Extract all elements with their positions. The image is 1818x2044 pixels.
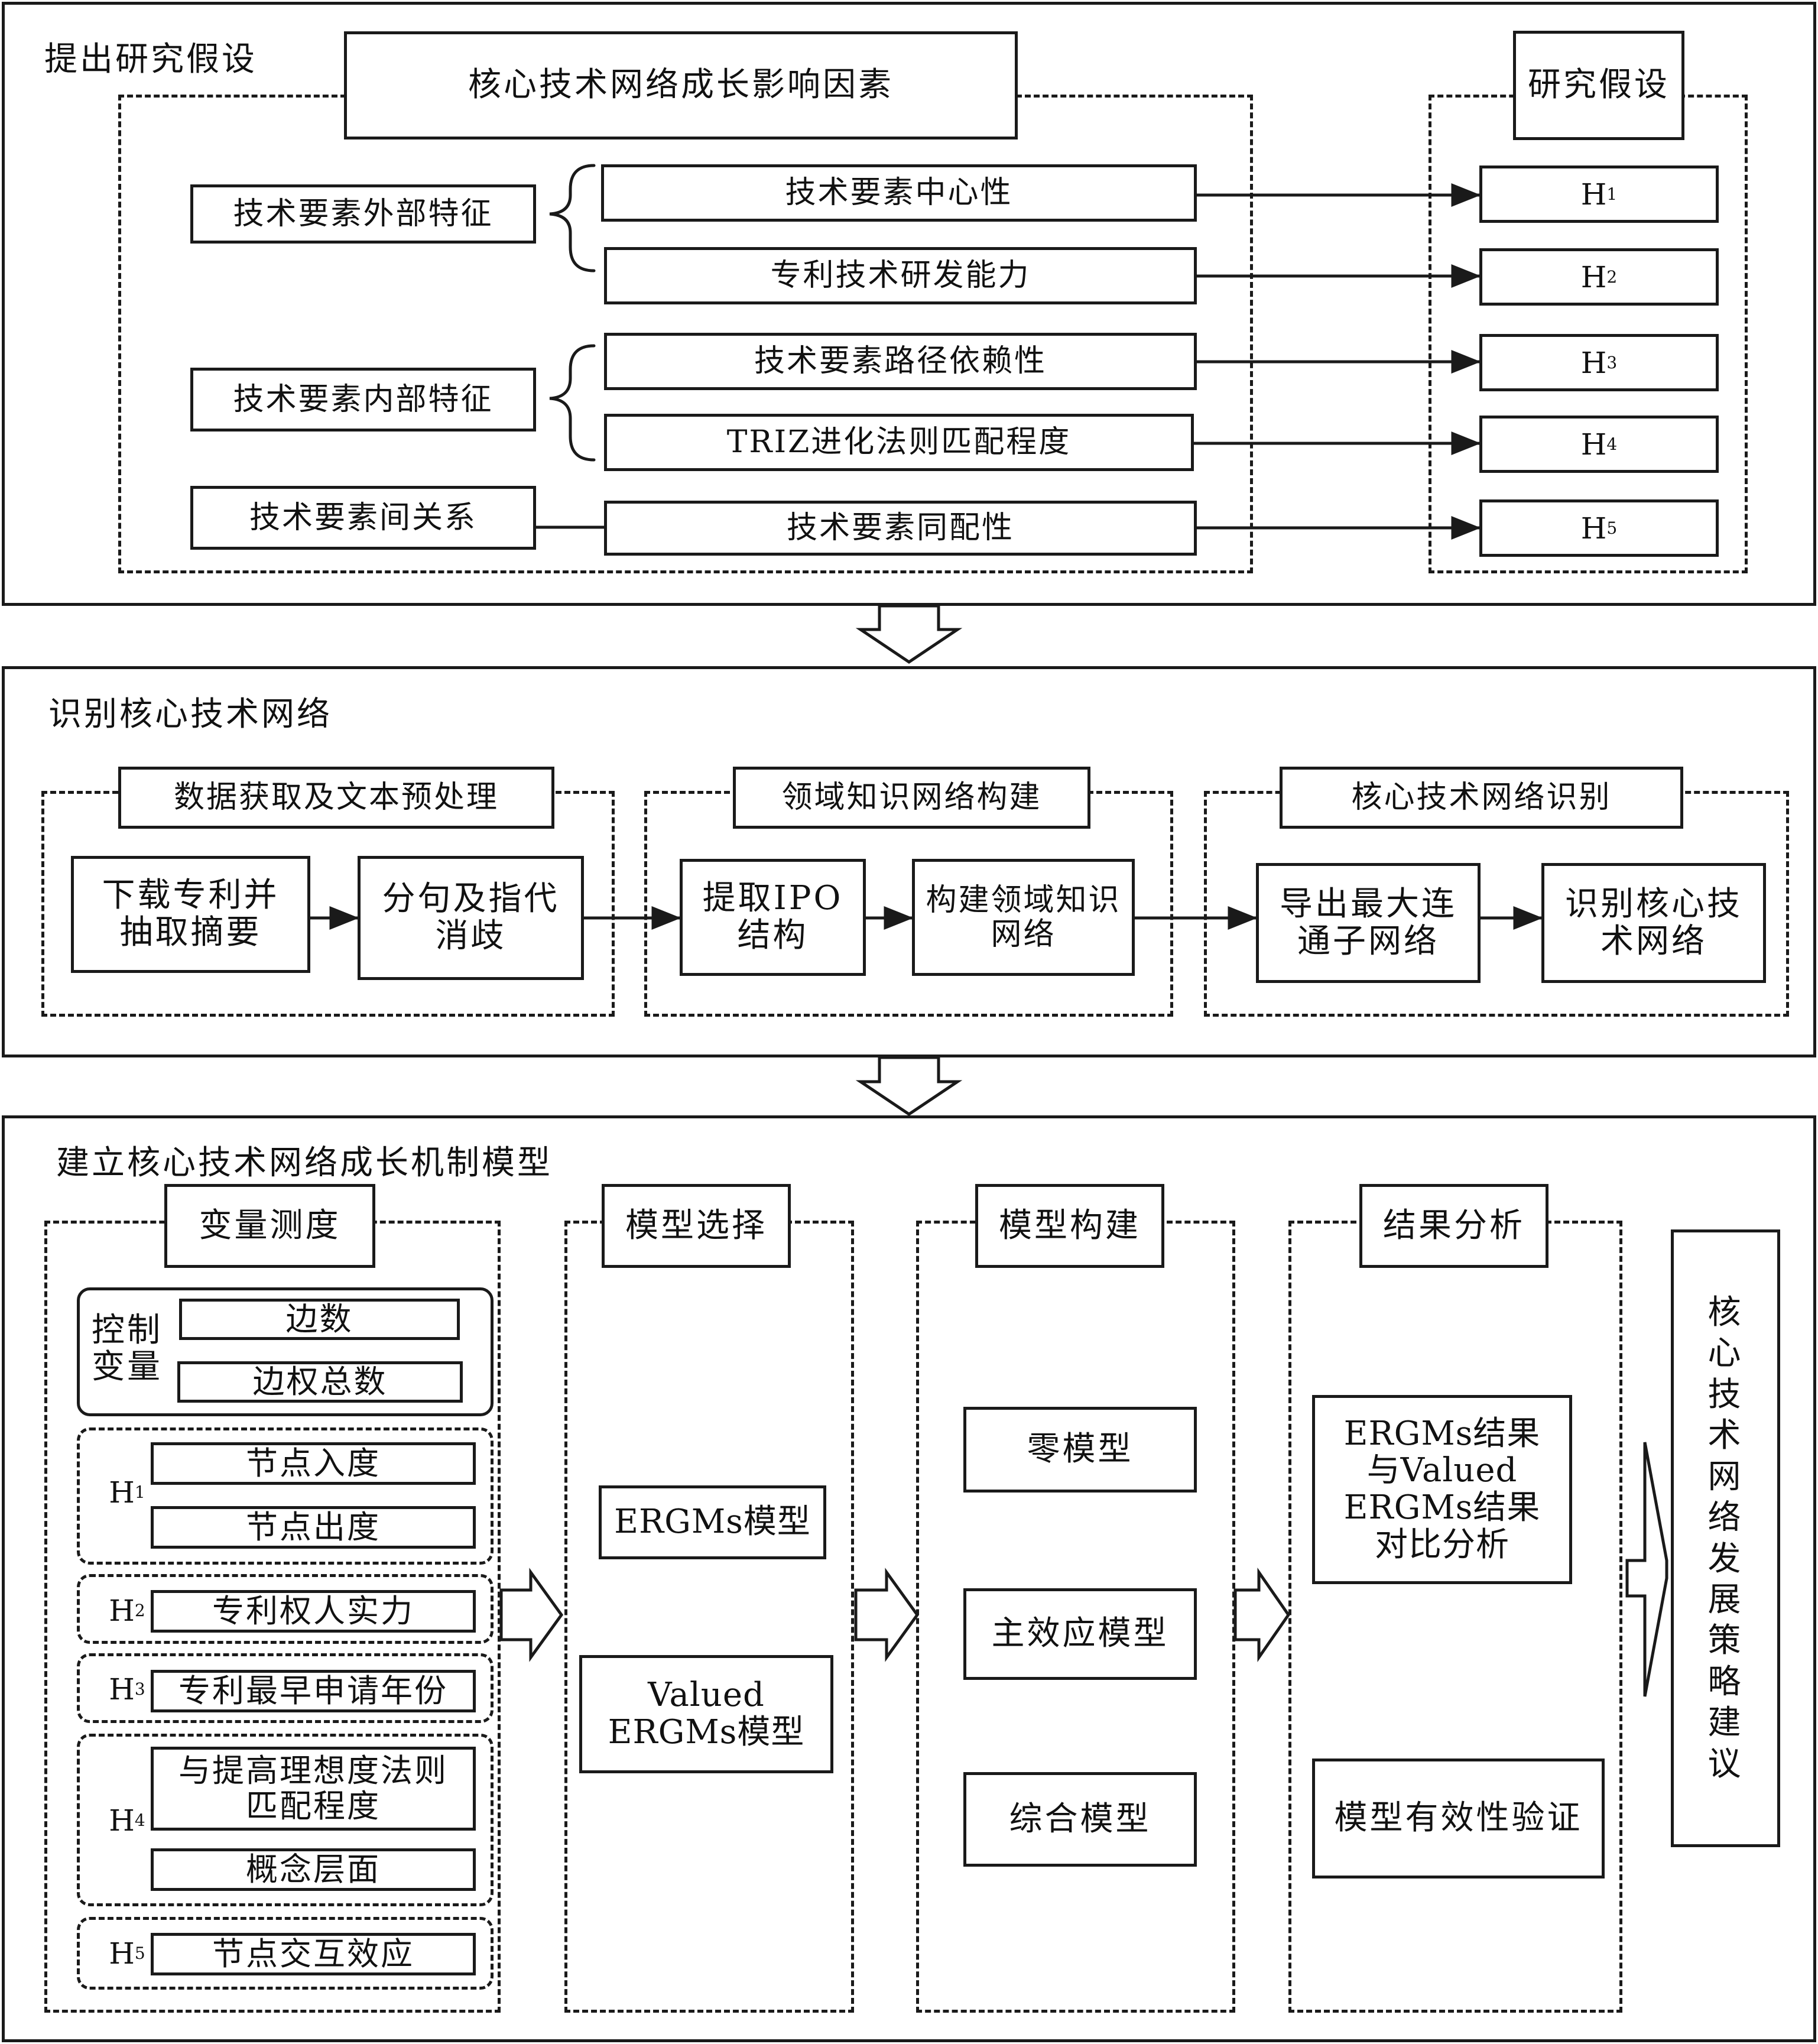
down-arrow-2 [855,1056,963,1117]
variable-group-h3 [77,1653,494,1723]
variable-group-h1 [77,1427,494,1565]
var-node-in-degree: 节点入度 [151,1442,476,1485]
result-header: 结果分析 [1359,1184,1548,1268]
var-concept-level: 概念层面 [151,1848,476,1891]
factor-centrality: 技术要素中心性 [601,164,1197,222]
result-comparison: ERGMs结果与Valued ERGMs结果对比分析 [1312,1395,1572,1584]
factor-assortativity: 技术要素同配性 [604,501,1197,556]
model-comprehensive: 综合模型 [963,1772,1197,1867]
category-relation: 技术要素间关系 [190,486,536,550]
model-main-effect: 主效应模型 [963,1588,1197,1680]
model-build-header: 模型构建 [975,1184,1164,1268]
step-max-connected-subnetwork: 导出最大连通子网络 [1256,863,1481,983]
section-hypothesis-title: 提出研究假设 [44,40,257,79]
model-valued-ergms: Valued ERGMs模型 [579,1655,833,1773]
section-identify-title: 识别核心技术网络 [48,695,332,734]
group-label-data-preprocess: 数据获取及文本预处理 [118,767,554,829]
step-build-knowledge-network: 构建领域知识网络 [912,859,1135,976]
factors-header: 核心技术网络成长影响因素 [344,31,1018,139]
hypotheses-header: 研究假设 [1513,31,1684,140]
section-identify-panel [2,666,1816,1057]
step-sentence-split: 分句及指代消歧 [358,856,584,980]
model-select-header: 模型选择 [602,1184,791,1268]
var-earliest-application-year: 专利最早申请年份 [151,1670,476,1712]
model-select-column [564,1221,854,2013]
factor-triz-match: TRIZ进化法则匹配程度 [604,414,1194,471]
var-node-interaction-effect: 节点交互效应 [151,1933,476,1975]
group-label-core-network: 核心技术网络识别 [1280,767,1683,829]
variable-group-h4 [77,1734,494,1906]
strategy-recommendation: 核心技术网络发展策略建议 [1671,1229,1780,1847]
control-variable-label: 控制变量 [92,1311,163,1386]
factor-rd-capability: 专利技术研发能力 [604,247,1197,304]
control-variable-group [77,1287,494,1416]
variable-header: 变量测度 [164,1184,375,1268]
control-edges: 边数 [179,1299,460,1340]
variable-group-h5 [77,1917,494,1990]
var-patentee-strength: 专利权人实力 [151,1590,476,1633]
group-label-knowledge-network: 领域知识网络构建 [733,767,1090,829]
category-external: 技术要素外部特征 [190,184,536,244]
var-ideality-law-match: 与提高理想度法则匹配程度 [151,1747,476,1831]
control-edge-weight-total: 边权总数 [177,1361,463,1403]
var-node-out-degree: 节点出度 [151,1506,476,1549]
variable-group-h2 [77,1574,494,1644]
category-internal: 技术要素内部特征 [190,368,536,431]
model-ergms: ERGMs模型 [599,1485,826,1559]
model-null: 零模型 [963,1407,1197,1493]
step-download-abstract: 下载专利并抽取摘要 [71,856,310,973]
section-model-title: 建立核心技术网络成长机制模型 [56,1144,553,1182]
factor-path-dependence: 技术要素路径依赖性 [604,333,1197,390]
result-column [1288,1221,1622,2013]
step-extract-ipo: 提取IPO结构 [680,859,866,976]
down-arrow-1 [855,604,963,664]
step-identify-core-network: 识别核心技术网络 [1541,863,1766,983]
result-validation: 模型有效性验证 [1312,1759,1605,1878]
